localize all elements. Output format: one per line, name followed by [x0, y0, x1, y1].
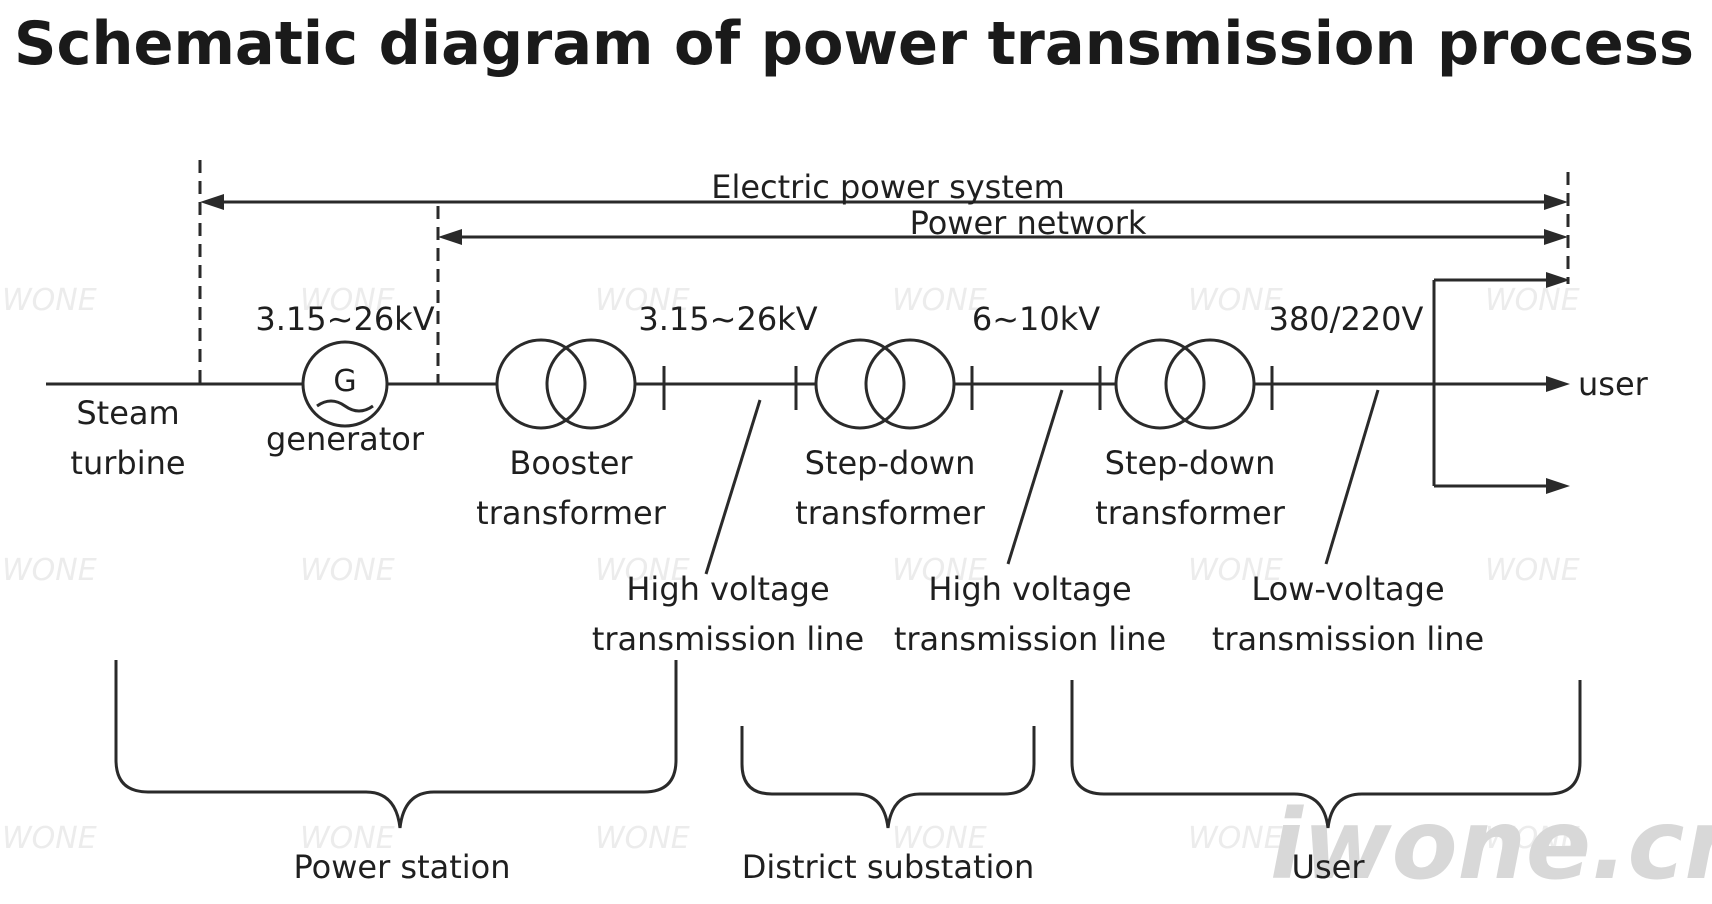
watermark-logo: iwone.cn: [1270, 789, 1712, 901]
hv-line-2-label: transmission line: [894, 620, 1166, 658]
main-bus: [46, 376, 1570, 392]
watermark-text: WONE: [300, 821, 395, 856]
power-station-group: Power station: [114, 660, 678, 886]
watermark-text: WONE: [300, 553, 395, 588]
lv-line-label: transmission line: [1212, 620, 1484, 658]
electric-power-system-label: Electric power system: [711, 168, 1065, 206]
user-group-label: User: [1292, 848, 1366, 886]
hv-line-2-label: High voltage: [928, 570, 1131, 608]
watermark-text: WONE: [1188, 283, 1283, 318]
watermark-text: WONE: [1188, 553, 1283, 588]
watermark-text: WONE: [1485, 553, 1580, 588]
hv-line-1-voltage-label: 3.15~26kV: [638, 300, 817, 338]
arrow-left-icon: [438, 229, 462, 245]
watermark-text: WONE: [892, 283, 987, 318]
watermark-text: WONE: [2, 283, 97, 318]
arrow-right-icon: [1544, 194, 1568, 210]
transformer-coil-icon: [814, 338, 906, 430]
user-group: User: [1070, 680, 1582, 886]
power-network-span: Power network: [438, 204, 1568, 245]
transformer-coil-icon: [864, 338, 956, 430]
watermark-text: WONE: [892, 553, 987, 588]
transformer-coil-icon: [495, 338, 587, 430]
steam-turbine-label: Steam: [76, 394, 179, 432]
stepdown-transformer-2-label: transformer: [1095, 494, 1286, 532]
hv-line-2-voltage-label: 6~10kV: [972, 300, 1100, 338]
arrow-left-icon: [200, 194, 224, 210]
power-station-label: Power station: [293, 848, 510, 886]
watermark-text: WONE: [300, 283, 395, 318]
user-label: user: [1578, 365, 1649, 403]
power-network-label: Power network: [910, 204, 1147, 242]
generator: G generator 3.15~26kV: [255, 300, 434, 458]
brace-icon: [740, 726, 1036, 829]
brace-icon: [1070, 680, 1582, 829]
transformer-coil-icon: [1164, 338, 1256, 430]
watermark-text: WONE: [892, 821, 987, 856]
hv-transmission-line-1: 3.15~26kV High voltage transmission line: [592, 300, 864, 658]
brace-icon: [114, 660, 678, 829]
generator-voltage-label: 3.15~26kV: [255, 300, 434, 338]
lv-transmission-line: 380/220V Low-voltage transmission line: [1212, 300, 1484, 658]
arrow-right-icon: [1546, 376, 1570, 392]
generator-label: generator: [266, 420, 425, 458]
stepdown-transformer-2-label: Step-down: [1105, 444, 1276, 482]
user-branch: user: [1432, 272, 1649, 494]
transformer-coil-icon: [545, 338, 637, 430]
stepdown-transformer-1-label: Step-down: [805, 444, 976, 482]
transformer-coil-icon: [1114, 338, 1206, 430]
stepdown-transformer-1: Step-down transformer: [795, 338, 986, 532]
stepdown-transformer-1-label: transformer: [795, 494, 986, 532]
generator-symbol: G: [333, 364, 356, 399]
district-substation-label: District substation: [742, 848, 1035, 886]
booster-transformer-label: Booster: [509, 444, 633, 482]
electric-power-system-span: Electric power system: [200, 168, 1568, 210]
watermark-text: WONE: [595, 821, 690, 856]
watermark-text: WONE: [595, 553, 690, 588]
arrow-right-icon: [1546, 478, 1570, 494]
page-title: Schematic diagram of power transmission …: [14, 9, 1694, 79]
watermark-text: WONE: [1188, 821, 1283, 856]
hv-line-1-label: High voltage: [626, 570, 829, 608]
watermark-layer: WONE WONE WONE WONE WONE WONE WONE WONE …: [2, 283, 1712, 901]
stepdown-transformer-2: Step-down transformer: [1095, 338, 1286, 532]
callout-line: [1006, 389, 1064, 565]
district-substation-group: District substation: [740, 726, 1036, 886]
steam-turbine-label: turbine: [70, 444, 185, 482]
arrow-right-icon: [1544, 229, 1568, 245]
hv-transmission-line-2: 6~10kV High voltage transmission line: [894, 300, 1166, 658]
watermark-text: WONE: [595, 283, 690, 318]
arrow-right-icon: [1546, 272, 1570, 288]
booster-transformer: Booster transformer: [476, 338, 667, 532]
generator-icon: [301, 340, 389, 428]
watermark-text: WONE: [2, 821, 97, 856]
lv-line-label: Low-voltage: [1251, 570, 1444, 608]
hv-line-1-label: transmission line: [592, 620, 864, 658]
watermark-text: WONE: [1485, 283, 1580, 318]
lv-line-voltage-label: 380/220V: [1269, 300, 1424, 338]
callout-line: [704, 399, 762, 575]
watermark-text: WONE: [2, 553, 97, 588]
sine-wave-icon: [316, 399, 374, 413]
booster-transformer-label: transformer: [476, 494, 667, 532]
callout-line: [1324, 389, 1380, 565]
watermark-text: WONE: [1485, 821, 1580, 856]
